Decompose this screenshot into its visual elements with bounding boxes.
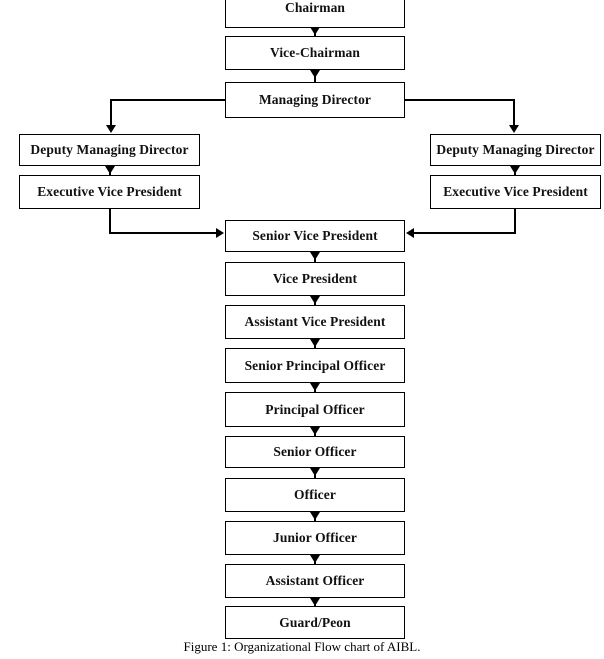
arrowhead-officer-to-junior-officer [310,512,320,520]
node-senior-vice-president: Senior Vice President [225,220,405,252]
node-guard-peon-label: Guard/Peon [279,614,351,630]
node-assistant-vice-president-label: Assistant Vice President [244,314,386,329]
arrowhead-po-to-senior-officer [310,427,320,435]
node-principal-officer: Principal Officer [225,392,405,427]
figure-caption: Figure 1: Organizational Flow chart of A… [183,639,421,654]
connector-md-to-right-branch [403,99,515,101]
connector-evp-left-drop [109,209,111,234]
arrowhead-so-to-officer [310,468,320,476]
connector-evp-right-to-senior-vice-president [414,232,516,234]
arrowhead-spo-to-principal-officer [310,383,320,391]
node-vice-president: Vice President [225,262,405,296]
arrowhead-vice-chairman-to-managing-director [310,70,320,78]
node-senior-principal-officer: Senior Principal Officer [225,348,405,383]
connector-evp-left-to-senior-vice-president [109,232,219,234]
arrowhead-dmd-right-to-evp-right [510,166,520,174]
node-chairman: Chairman [225,0,405,28]
arrowhead-vp-to-assistant-vice-president [310,296,320,304]
node-executive-vice-president-right: Executive Vice President [430,175,601,209]
node-deputy-managing-director-left-label: Deputy Managing Director [30,142,189,157]
node-officer-label: Officer [294,487,336,502]
node-managing-director-label: Managing Director [258,92,372,107]
node-executive-vice-president-left-label: Executive Vice President [37,184,182,199]
arrowhead-avp-to-senior-principal-officer [310,339,320,347]
node-executive-vice-president-left: Executive Vice President [19,175,200,209]
node-chairman-label: Chairman [284,0,346,15]
node-junior-officer-label: Junior Officer [272,530,357,545]
arrowhead-svp-to-vice-president [310,252,320,260]
node-senior-officer-label: Senior Officer [273,444,357,459]
node-assistant-officer: Assistant Officer [225,564,405,598]
node-deputy-managing-director-right-label: Deputy Managing Director [436,142,595,157]
connector-md-right-drop [513,99,515,127]
arrowhead-md-to-deputy-managing-director-right [509,125,519,133]
node-deputy-managing-director-left: Deputy Managing Director [19,134,200,166]
node-vice-chairman: Vice-Chairman [225,36,405,70]
node-senior-principal-officer-label: Senior Principal Officer [244,357,386,373]
arrowhead-chairman-to-vice-chairman [310,27,320,35]
node-guard-peon: Guard/Peon [225,606,405,639]
connector-evp-right-drop [514,209,516,234]
node-officer: Officer [225,478,405,512]
arrowhead-dmd-left-to-evp-left [105,166,115,174]
node-assistant-vice-president: Assistant Vice President [225,305,405,339]
node-assistant-officer-label: Assistant Officer [265,573,365,588]
node-executive-vice-president-right-label: Executive Vice President [443,184,588,199]
node-vice-president-label: Vice President [272,271,358,286]
node-senior-vice-president-label: Senior Vice President [252,228,378,243]
connector-md-left-drop [110,99,112,127]
connector-md-to-left-branch [110,99,227,101]
node-junior-officer: Junior Officer [225,521,405,555]
arrowhead-evp-left-to-senior-vice-president [216,228,224,238]
arrowhead-junior-officer-to-assistant-officer [310,555,320,563]
arrowhead-evp-right-to-senior-vice-president [406,228,414,238]
arrowhead-md-to-deputy-managing-director-left [106,125,116,133]
node-senior-officer: Senior Officer [225,436,405,468]
node-deputy-managing-director-right: Deputy Managing Director [430,134,601,166]
node-principal-officer-label: Principal Officer [265,401,365,417]
node-vice-chairman-label: Vice-Chairman [269,45,361,60]
arrowhead-assistant-officer-to-guard-peon [310,598,320,606]
node-managing-director: Managing Director [225,82,405,118]
